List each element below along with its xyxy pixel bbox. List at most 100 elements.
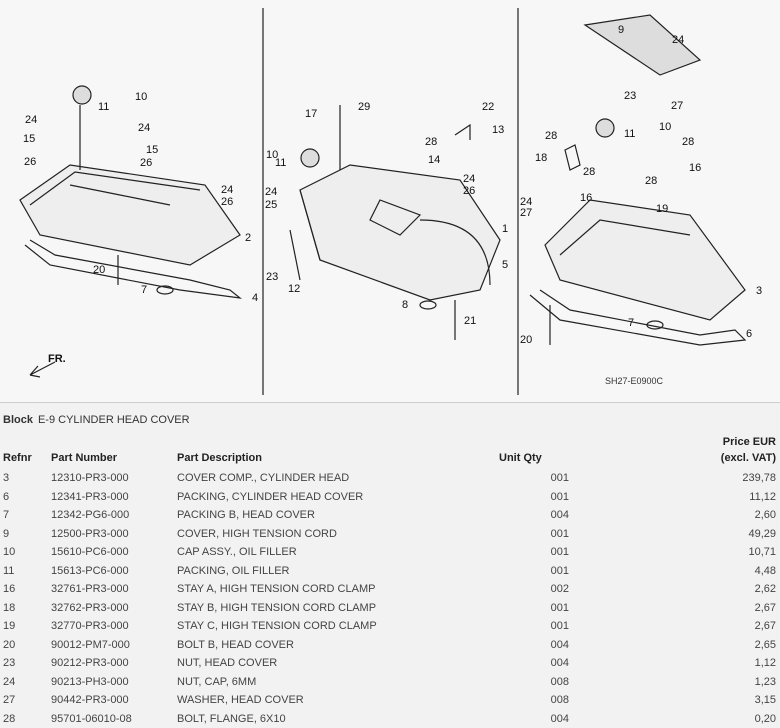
cylinder-head-cover-left	[20, 86, 240, 298]
cylinder-head-cover-right	[530, 15, 745, 345]
part-number-cell: 90213-PH3-000	[48, 673, 174, 692]
svg-text:12: 12	[288, 283, 300, 295]
svg-text:25: 25	[265, 199, 277, 211]
header-price-line1: Price EUR	[723, 436, 776, 448]
refnr-cell: 10	[0, 543, 48, 562]
qty-cell: 004	[496, 654, 569, 673]
svg-text:27: 27	[520, 207, 532, 219]
svg-text:26: 26	[24, 156, 36, 168]
part-number-cell: 12500-PR3-000	[48, 525, 174, 544]
price-cell: 2,65	[569, 636, 780, 655]
svg-text:9: 9	[618, 24, 624, 36]
svg-text:26: 26	[140, 157, 152, 169]
part-number-cell: 90212-PR3-000	[48, 654, 174, 673]
svg-text:3: 3	[756, 285, 762, 297]
qty-cell: 001	[496, 488, 569, 507]
qty-cell: 004	[496, 710, 569, 728]
refnr-cell: 19	[0, 617, 48, 636]
svg-text:28: 28	[645, 175, 657, 187]
qty-cell: 001	[496, 525, 569, 544]
front-label: FR.	[48, 353, 66, 365]
refnr-cell: 27	[0, 691, 48, 710]
cylinder-head-cover-middle	[290, 105, 500, 340]
svg-text:8: 8	[402, 299, 408, 311]
svg-text:17: 17	[305, 108, 317, 120]
refnr-cell: 9	[0, 525, 48, 544]
header-price-line2: (excl. VAT)	[721, 452, 776, 464]
svg-text:24: 24	[138, 122, 150, 134]
qty-cell: 001	[496, 562, 569, 581]
qty-cell: 001	[496, 543, 569, 562]
svg-text:23: 23	[624, 90, 636, 102]
refnr-cell: 23	[0, 654, 48, 673]
part-number-cell: 32761-PR3-000	[48, 580, 174, 599]
description-cell: PACKING B, HEAD COVER	[174, 506, 496, 525]
svg-text:28: 28	[425, 136, 437, 148]
price-cell: 2,62	[569, 580, 780, 599]
price-cell: 4,48	[569, 562, 780, 581]
table-header-row: Refnr Part Number Part Description Unit …	[0, 434, 780, 469]
part-number-cell: 15613-PC6-000	[48, 562, 174, 581]
refnr-cell: 28	[0, 710, 48, 728]
refnr-cell: 18	[0, 599, 48, 618]
description-cell: STAY A, HIGH TENSION CORD CLAMP	[174, 580, 496, 599]
qty-cell: 002	[496, 580, 569, 599]
svg-text:11: 11	[624, 128, 635, 140]
refnr-cell: 16	[0, 580, 48, 599]
svg-text:16: 16	[580, 192, 592, 204]
description-cell: CAP ASSY., OIL FILLER	[174, 543, 496, 562]
description-cell: COVER COMP., CYLINDER HEAD	[174, 469, 496, 488]
qty-cell: 001	[496, 617, 569, 636]
svg-text:6: 6	[746, 328, 752, 340]
part-number-cell: 32762-PR3-000	[48, 599, 174, 618]
svg-text:2: 2	[245, 232, 251, 244]
svg-text:7: 7	[628, 317, 634, 329]
description-cell: BOLT, FLANGE, 6X10	[174, 710, 496, 728]
part-number-cell: 90442-PR3-000	[48, 691, 174, 710]
svg-text:11: 11	[275, 157, 286, 169]
block-title: E-9 CYLINDER HEAD COVER	[38, 414, 190, 426]
refnr-cell: 6	[0, 488, 48, 507]
svg-text:24: 24	[265, 186, 277, 198]
svg-text:24: 24	[221, 184, 233, 196]
price-cell: 49,29	[569, 525, 780, 544]
svg-text:23: 23	[266, 271, 278, 283]
svg-text:24: 24	[463, 173, 475, 185]
svg-text:18: 18	[535, 152, 547, 164]
svg-text:28: 28	[545, 130, 557, 142]
parts-table: Refnr Part Number Part Description Unit …	[0, 434, 780, 728]
svg-text:10: 10	[135, 91, 147, 103]
part-number-cell: 95701-06010-08	[48, 710, 174, 728]
description-cell: NUT, HEAD COVER	[174, 654, 496, 673]
svg-text:26: 26	[463, 185, 475, 197]
part-number-cell: 12342-PG6-000	[48, 506, 174, 525]
svg-text:4: 4	[252, 292, 258, 304]
svg-text:22: 22	[482, 101, 494, 113]
price-cell: 0,20	[569, 710, 780, 728]
svg-text:24: 24	[672, 34, 684, 46]
refnr-cell: 7	[0, 506, 48, 525]
svg-text:29: 29	[358, 101, 370, 113]
header-price: Price EUR (excl. VAT)	[569, 434, 780, 469]
svg-text:24: 24	[25, 114, 37, 126]
qty-cell: 004	[496, 506, 569, 525]
header-part-number: Part Number	[48, 434, 174, 469]
price-cell: 2,60	[569, 506, 780, 525]
price-cell: 2,67	[569, 599, 780, 618]
price-cell: 239,78	[569, 469, 780, 488]
qty-cell: 008	[496, 691, 569, 710]
qty-cell: 004	[496, 636, 569, 655]
description-cell: STAY B, HIGH TENSION CORD CLAMP	[174, 599, 496, 618]
description-cell: PACKING, OIL FILLER	[174, 562, 496, 581]
description-cell: BOLT B, HEAD COVER	[174, 636, 496, 655]
